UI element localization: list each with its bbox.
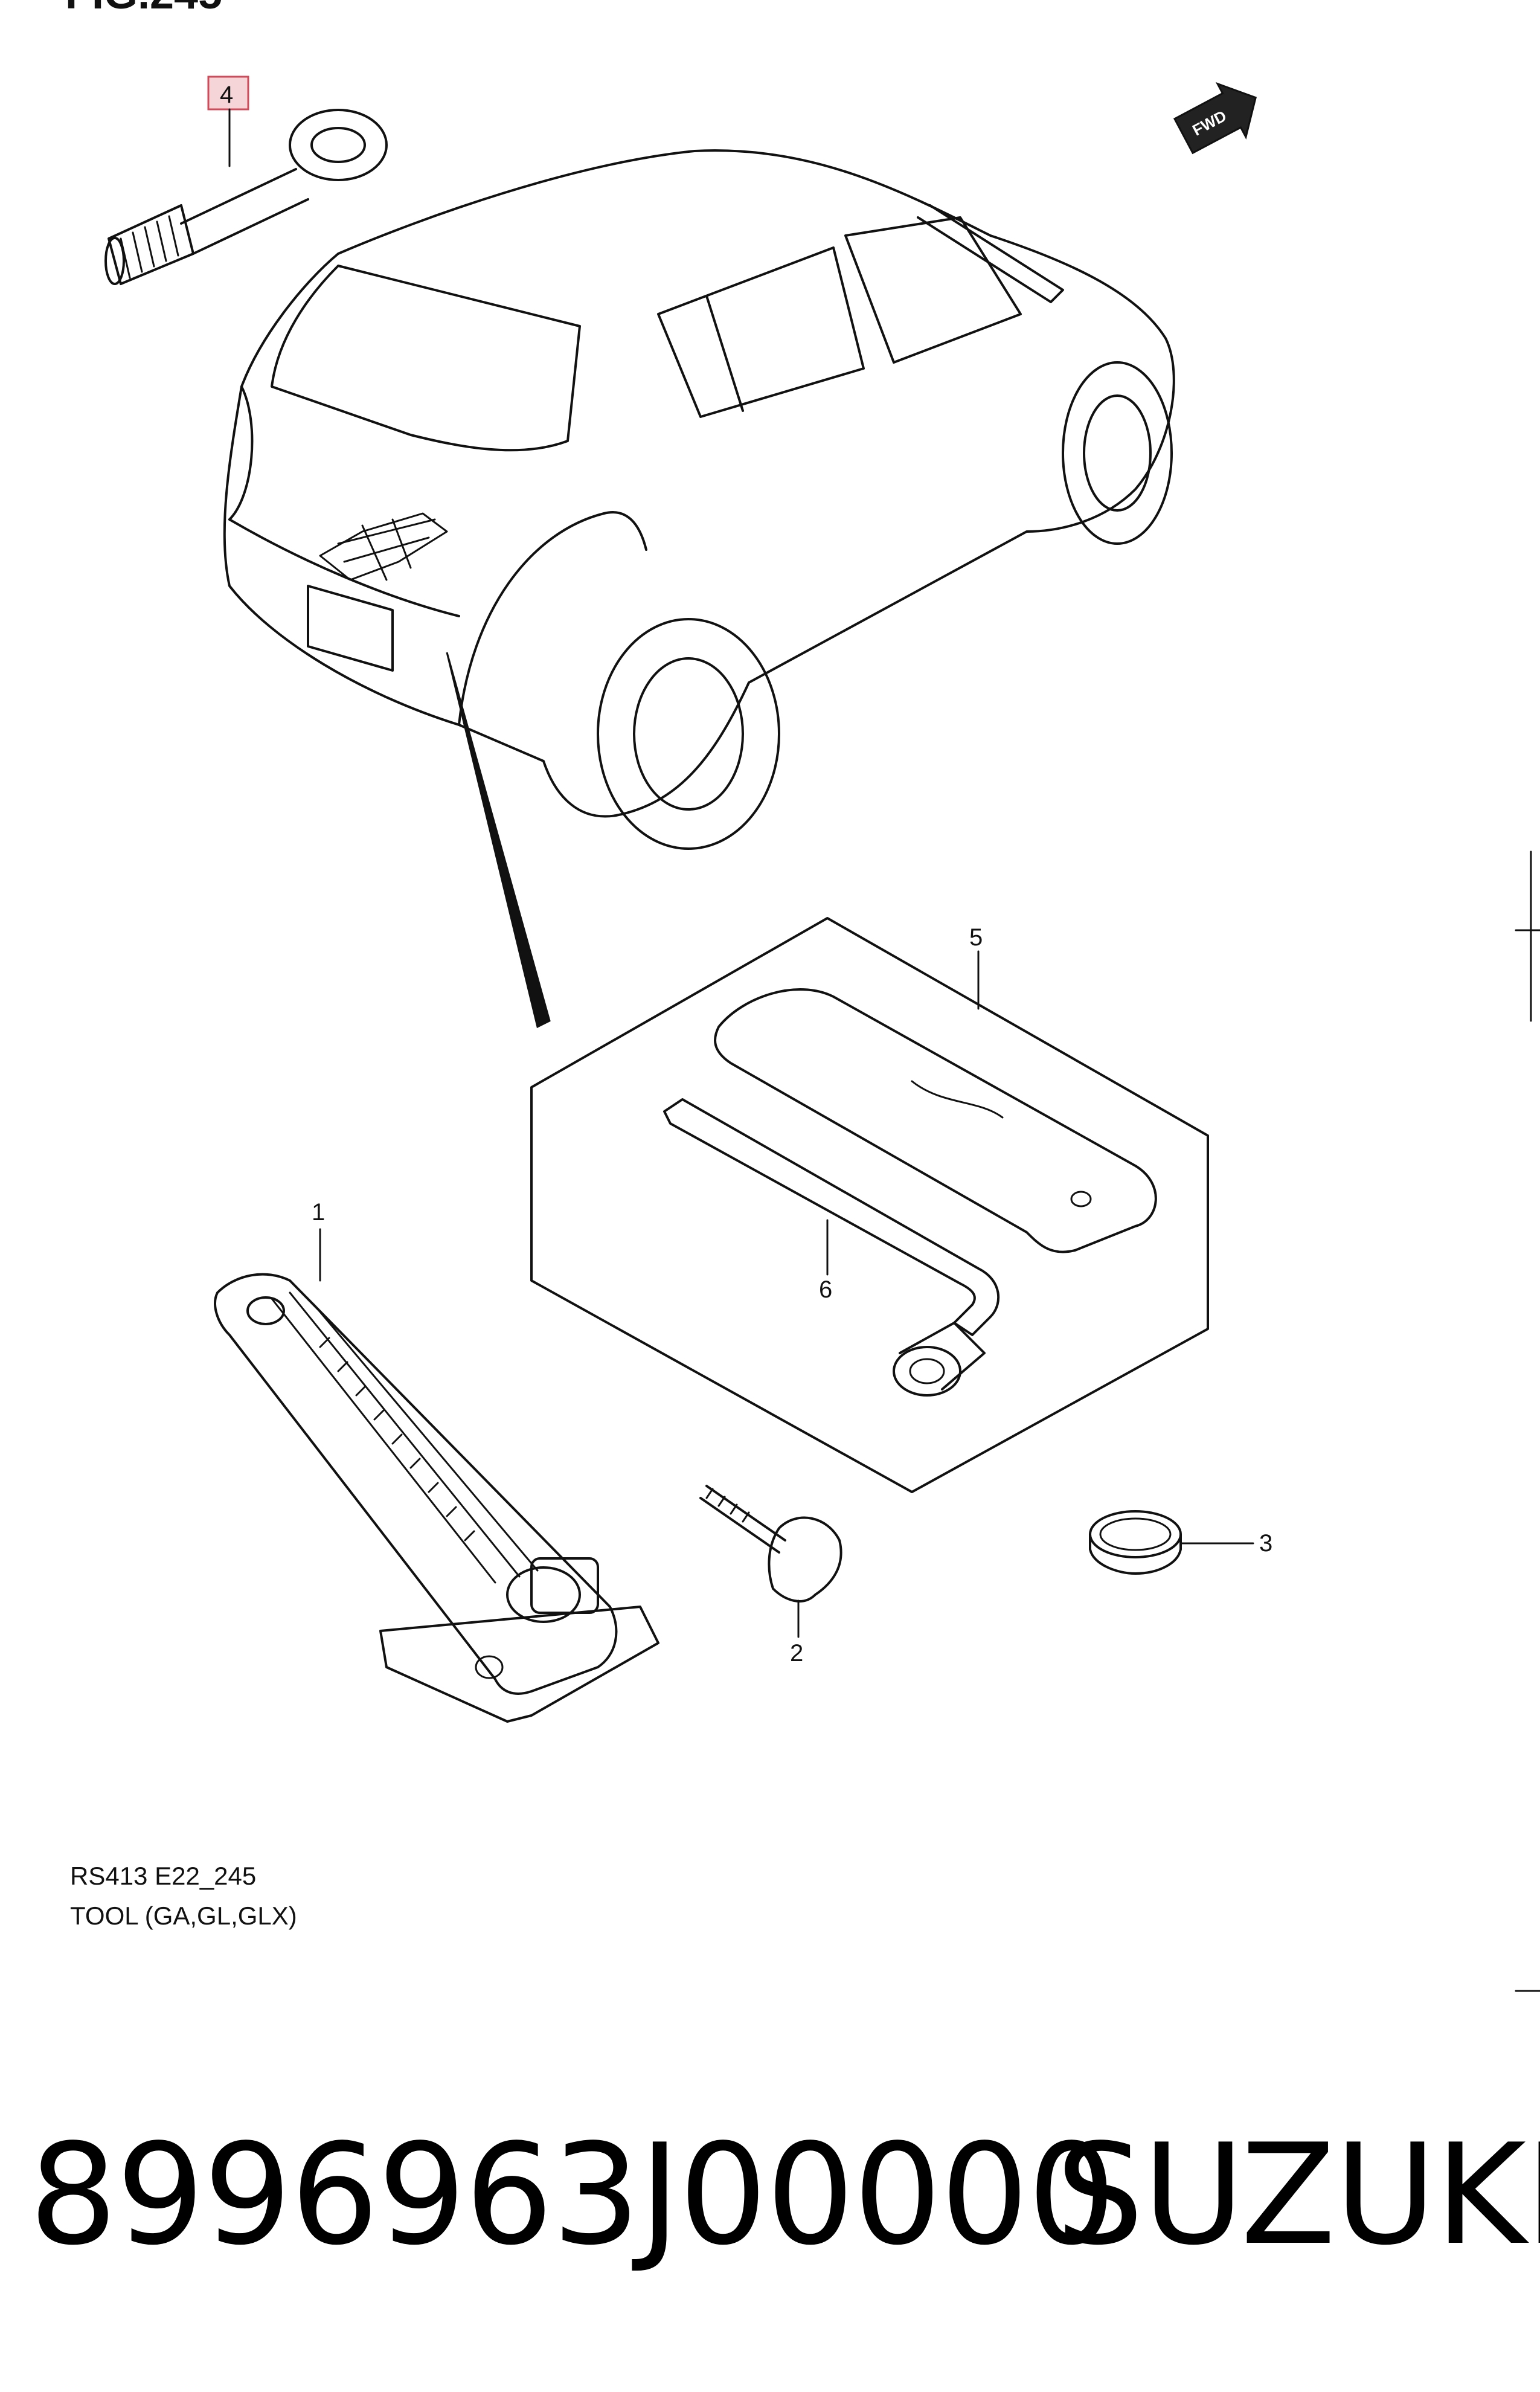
callout-1: 1 xyxy=(312,1199,325,1282)
tool-bag-box xyxy=(530,917,1209,1493)
parts-diagram-panel: FIG.245 FWD 4 xyxy=(65,0,1540,1992)
ring-part xyxy=(1089,1510,1182,1575)
part-number: 8996963J00000 xyxy=(29,2115,1116,2276)
tool-bag-part xyxy=(714,988,1157,1253)
tow-hook-part xyxy=(104,109,388,285)
svg-text:6: 6 xyxy=(819,1276,832,1303)
svg-text:4: 4 xyxy=(220,82,233,108)
callout-5: 5 xyxy=(969,924,983,1010)
svg-text:5: 5 xyxy=(969,924,983,951)
callout-6: 6 xyxy=(819,1219,832,1303)
jack-bolt-part xyxy=(699,1485,842,1603)
jack-part xyxy=(214,1273,659,1723)
fwd-arrow-icon: FWD xyxy=(1173,82,1257,155)
brand-name: SUZUKI xyxy=(1056,2115,1540,2276)
crop-mark xyxy=(1515,850,1540,1022)
lug-wrench-part xyxy=(663,1098,999,1397)
callout-4: 4 xyxy=(207,76,249,167)
figure-title: FIG.245 xyxy=(65,0,222,18)
svg-text:2: 2 xyxy=(790,1640,803,1667)
diagram-caption: TOOL (GA,GL,GLX) xyxy=(70,1902,297,1930)
svg-text:3: 3 xyxy=(1259,1530,1272,1557)
callout-3: 3 xyxy=(1179,1530,1272,1557)
callout-2: 2 xyxy=(790,1599,803,1667)
svg-text:1: 1 xyxy=(312,1199,325,1226)
footer xyxy=(0,1993,1540,2392)
car-body-outline xyxy=(223,149,1175,1029)
parts-diagram: FIG.245 FWD 4 xyxy=(65,0,1540,1992)
diagram-code: RS413 E22_245 xyxy=(70,1862,256,1890)
